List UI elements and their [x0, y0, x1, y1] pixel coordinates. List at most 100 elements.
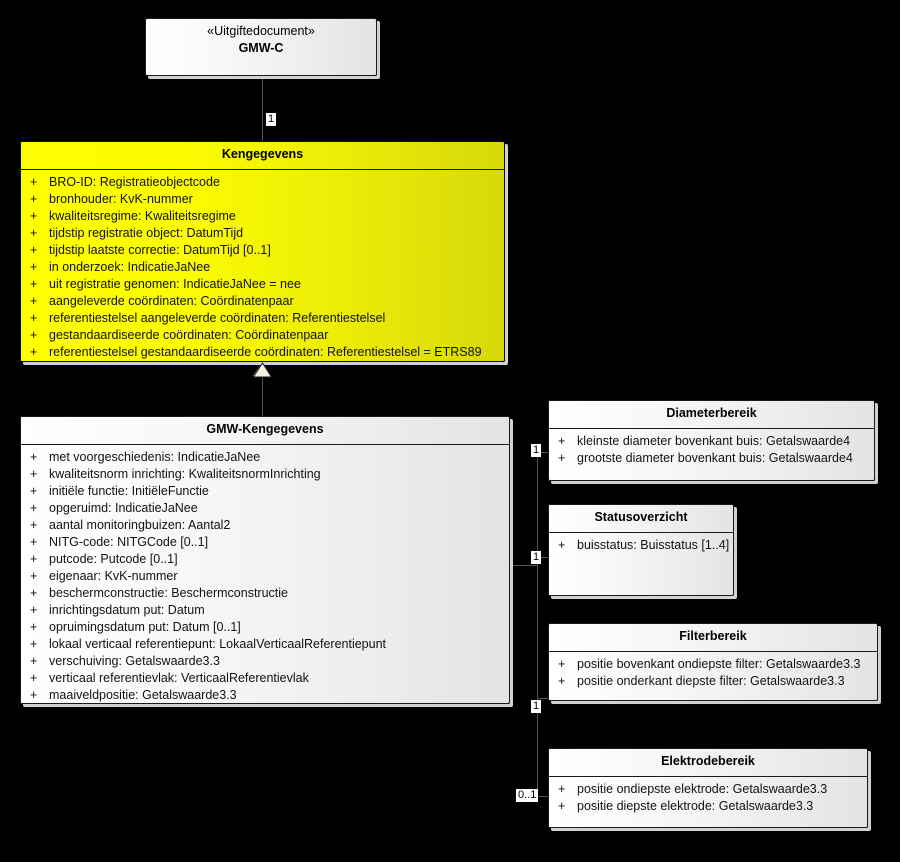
- attribute-row: +initiële functie: InitiëleFunctie: [25, 483, 505, 500]
- attribute-text: aantal monitoringbuizen: Aantal2: [49, 517, 231, 532]
- attribute-visibility: +: [30, 670, 38, 685]
- class-box-gmw-kengegevens[interactable]: GMW-Kengegevens + met voorgeschiedenis: I…: [20, 416, 510, 704]
- attribute-row: + kleinste diameter bovenkant buis: Getal…: [553, 433, 870, 450]
- attribute-visibility: +: [30, 636, 38, 651]
- attribute-row: + tijdstip registratie object: DatumTijd: [25, 225, 500, 242]
- attribute-visibility: +: [558, 433, 566, 448]
- attribute-text: inrichtingsdatum put: Datum: [49, 602, 205, 617]
- attribute-text: initiële functie: InitiëleFunctie: [49, 483, 209, 498]
- connector-generalization-line: [262, 362, 263, 416]
- connector-branch-elektrodebereik: [537, 796, 551, 797]
- connector-right-trunk: [537, 452, 538, 797]
- attribute-row: + positie ondiepste elektrode: Getalswaar…: [553, 781, 863, 798]
- attribute-row: +beschermconstructie: Beschermconstructi…: [25, 585, 505, 602]
- attribute-visibility: +: [558, 656, 566, 671]
- attribute-text: kwaliteitsregime: Kwaliteitsregime: [49, 208, 236, 223]
- class-attributes-kengegevens: +BRO-ID: Registratieobjectcode+bronhoude…: [21, 170, 504, 366]
- attribute-row: +BRO-ID: Registratieobjectcode: [25, 174, 500, 191]
- attribute-visibility: +: [30, 500, 38, 515]
- attribute-text: eigenaar: KvK-nummer: [49, 568, 178, 583]
- attribute-text: in onderzoek: IndicatieJaNee: [49, 259, 211, 274]
- attribute-row: +grootste diameter bovenkant buis: Getal…: [553, 450, 870, 467]
- class-header-statusoverzicht: Statusoverzicht: [549, 505, 733, 533]
- attribute-text: bronhouder: KvK-nummer: [49, 191, 193, 206]
- class-box-gmw-c[interactable]: «Uitgiftedocument» GMW-C: [145, 18, 377, 76]
- attribute-text: tijdstip laatste correctie: DatumTijd [0…: [49, 242, 271, 257]
- class-name-elektrodebereik: Elektrodebereik: [661, 754, 755, 768]
- attribute-visibility: +: [30, 293, 38, 308]
- attribute-visibility: +: [30, 466, 38, 481]
- attribute-text: met voorgeschiedenis: IndicatieJaNee: [49, 449, 261, 464]
- attribute-row: + inrichtingsdatum put: Datum: [25, 602, 505, 619]
- multiplicity-statusoverzicht: 1: [531, 551, 542, 564]
- attribute-text: verticaal referentievlak: VerticaalRefer…: [49, 670, 309, 685]
- class-attributes-filterbereik: +positie bovenkant ondiepste filter: Get…: [549, 652, 877, 695]
- attribute-visibility: +: [30, 225, 38, 240]
- attribute-visibility: +: [30, 653, 38, 668]
- attribute-text: positie diepste elektrode: Getalswaarde3…: [577, 798, 814, 813]
- class-header-diameterbereik: Diameterbereik: [549, 401, 874, 429]
- attribute-text: positie onderkant diepste filter: Getals…: [577, 673, 845, 688]
- class-box-kengegevens[interactable]: Kengegevens +BRO-ID: Registratieobjectco…: [20, 141, 505, 362]
- class-box-filterbereik[interactable]: Filterbereik +positie bovenkant ondiepst…: [548, 623, 878, 701]
- attribute-visibility: +: [30, 619, 38, 634]
- attribute-row: +positie onderkant diepste filter: Getal…: [553, 673, 873, 690]
- attribute-visibility: +: [30, 208, 38, 223]
- class-name-gmw-kengegevens: GMW-Kengegevens: [206, 422, 324, 436]
- attribute-row: + in onderzoek: IndicatieJaNee: [25, 259, 500, 276]
- connector-branch-filterbereik: [537, 698, 549, 699]
- attribute-visibility: +: [558, 781, 566, 796]
- attribute-row: +positie bovenkant ondiepste filter: Get…: [553, 656, 873, 673]
- attribute-text: referentiestelsel aangeleverde coördinat…: [49, 310, 386, 325]
- attribute-text: kleinste diameter bovenkant buis: Getals…: [577, 433, 851, 448]
- class-name-gmw-c: GMW-C: [238, 40, 284, 55]
- attribute-text: positie ondiepste elektrode: Getalswaard…: [577, 781, 828, 796]
- attribute-visibility: +: [30, 259, 38, 274]
- class-attributes-statusoverzicht: +buisstatus: Buisstatus [1..4]: [549, 533, 733, 559]
- generalization-arrow-outline-icon: [252, 362, 273, 378]
- attribute-text: opgeruimd: IndicatieJaNee: [49, 500, 198, 515]
- attribute-text: referentiestelsel gestandaardiseerde coö…: [49, 344, 482, 359]
- attribute-text: NITG-code: NITGCode [0..1]: [49, 534, 209, 549]
- class-box-statusoverzicht[interactable]: Statusoverzicht +buisstatus: Buisstatus …: [548, 504, 734, 596]
- attribute-text: gestandaardiseerde coördinaten: Coördina…: [49, 327, 329, 342]
- attribute-visibility: +: [30, 449, 38, 464]
- attribute-text: tijdstip registratie object: DatumTijd: [49, 225, 244, 240]
- attribute-row: +putcode: Putcode [0..1]: [25, 551, 505, 568]
- class-header-gmw-c: «Uitgiftedocument» GMW-C: [146, 19, 376, 62]
- attribute-row: + kwaliteitsnorm inrichting: Kwaliteitsno…: [25, 466, 505, 483]
- class-attributes-diameterbereik: + kleinste diameter bovenkant buis: Getal…: [549, 429, 874, 472]
- attribute-text: maaiveldpositie: Getalswaarde3.3: [49, 687, 237, 702]
- attribute-visibility: +: [30, 585, 38, 600]
- multiplicity-elektrodebereik: 0..1: [516, 789, 539, 802]
- class-header-elektrodebereik: Elektrodebereik: [549, 749, 867, 777]
- attribute-visibility: +: [30, 568, 38, 583]
- attribute-text: verschuiving: Getalswaarde3.3: [49, 653, 220, 668]
- attribute-row: +positie diepste elektrode: Getalswaarde…: [553, 798, 863, 815]
- attribute-text: opruimingsdatum put: Datum [0..1]: [49, 619, 241, 634]
- connector-gmwc-kengegevens: [262, 78, 263, 142]
- attribute-visibility: +: [558, 537, 566, 552]
- attribute-visibility: +: [30, 687, 38, 702]
- attribute-row: + referentiestelsel aangeleverde coördina…: [25, 310, 500, 327]
- attribute-row: + verschuiving: Getalswaarde3.3: [25, 653, 505, 670]
- attribute-row: + tijdstip laatste correctie: DatumTijd […: [25, 242, 500, 259]
- attribute-row: + met voorgeschiedenis: IndicatieJaNee: [25, 449, 505, 466]
- attribute-text: uit registratie genomen: IndicatieJaNee …: [49, 276, 301, 291]
- attribute-visibility: +: [30, 551, 38, 566]
- class-header-kengegevens: Kengegevens: [21, 142, 504, 170]
- class-box-elektrodebereik[interactable]: Elektrodebereik + positie ondiepste elekt…: [548, 748, 868, 828]
- attribute-visibility: +: [30, 602, 38, 617]
- multiplicity-diameterbereik: 1: [531, 444, 542, 457]
- multiplicity-filterbereik: 1: [531, 700, 542, 713]
- attribute-visibility: +: [30, 310, 38, 325]
- class-name-kengegevens: Kengegevens: [221, 147, 304, 161]
- attribute-row: +bronhouder: KvK-nummer: [25, 191, 500, 208]
- attribute-row: + eigenaar: KvK-nummer: [25, 568, 505, 585]
- attribute-row: + maaiveldpositie: Getalswaarde3.3: [25, 687, 505, 704]
- attribute-visibility: +: [30, 276, 38, 291]
- attribute-visibility: +: [30, 242, 38, 257]
- class-box-diameterbereik[interactable]: Diameterbereik + kleinste diameter bovenk…: [548, 400, 875, 481]
- attribute-visibility: +: [30, 174, 38, 189]
- attribute-text: kwaliteitsnorm inrichting: Kwaliteitsnor…: [49, 466, 321, 481]
